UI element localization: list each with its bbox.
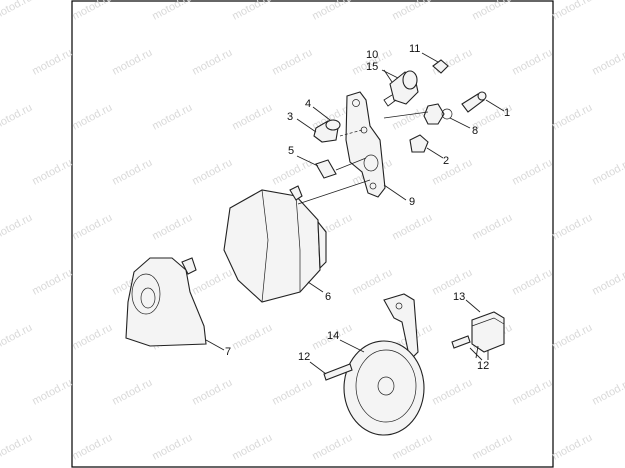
screw-12-right [451, 335, 471, 349]
callout-labels: 1 2 3 4 5 6 7 8 9 10 11 12 12 13 14 15 [225, 43, 510, 372]
watermark-text: motod.ru [550, 432, 594, 463]
watermark-text: motod.ru [550, 102, 594, 133]
callout-9: 9 [409, 196, 415, 208]
watermark-text: motod.ru [0, 432, 34, 463]
watermark-text: motod.ru [590, 377, 625, 408]
watermark-text: motod.ru [0, 102, 34, 133]
watermark-text: motod.ru [30, 267, 74, 298]
assembly-lines [297, 111, 429, 205]
watermark-text: motod.ru [550, 322, 594, 353]
watermark-text: motod.ru [0, 322, 34, 353]
callout-13: 13 [453, 291, 465, 303]
watermark-text: motod.ru [550, 212, 594, 243]
relay-13 [471, 311, 505, 360]
bolt-1 [461, 91, 487, 113]
callout-12-right: 12 [477, 360, 489, 372]
callout-11: 11 [409, 43, 420, 55]
watermark-text: motod.ru [590, 157, 625, 188]
callout-12-left: 12 [298, 351, 310, 363]
watermark-text: motod.ru [550, 0, 594, 23]
watermark-text: motod.ru [0, 212, 34, 243]
watermark-text: motod.ru [30, 157, 74, 188]
leader-lines [205, 52, 505, 375]
horn-14 [343, 293, 425, 436]
callout-14: 14 [327, 330, 339, 342]
watermark-text: motod.ru [30, 377, 74, 408]
rubber-mount [383, 70, 419, 107]
nut-11 [432, 59, 449, 74]
watermark-text: motod.ru [0, 0, 34, 23]
callout-2: 2 [443, 155, 449, 167]
callout-15: 15 [366, 61, 378, 73]
callout-10: 10 [366, 49, 378, 61]
screw-12-left [323, 363, 353, 381]
callout-1: 1 [504, 107, 510, 119]
horn-6 [223, 185, 327, 303]
callout-8: 8 [472, 125, 478, 137]
clip-5 [315, 159, 337, 179]
nut-2 [409, 134, 429, 153]
callout-3: 3 [287, 111, 293, 123]
watermark-text: motod.ru [590, 47, 625, 78]
callout-6: 6 [325, 291, 331, 303]
callout-4: 4 [305, 98, 311, 110]
callout-7: 7 [225, 346, 231, 358]
callout-5: 5 [288, 145, 294, 157]
horn-7 [125, 257, 207, 347]
watermark-text: motod.ru [590, 267, 625, 298]
watermark-text: motod.ru [30, 47, 74, 78]
small-bracket [423, 103, 453, 125]
washer-4 [325, 119, 341, 131]
